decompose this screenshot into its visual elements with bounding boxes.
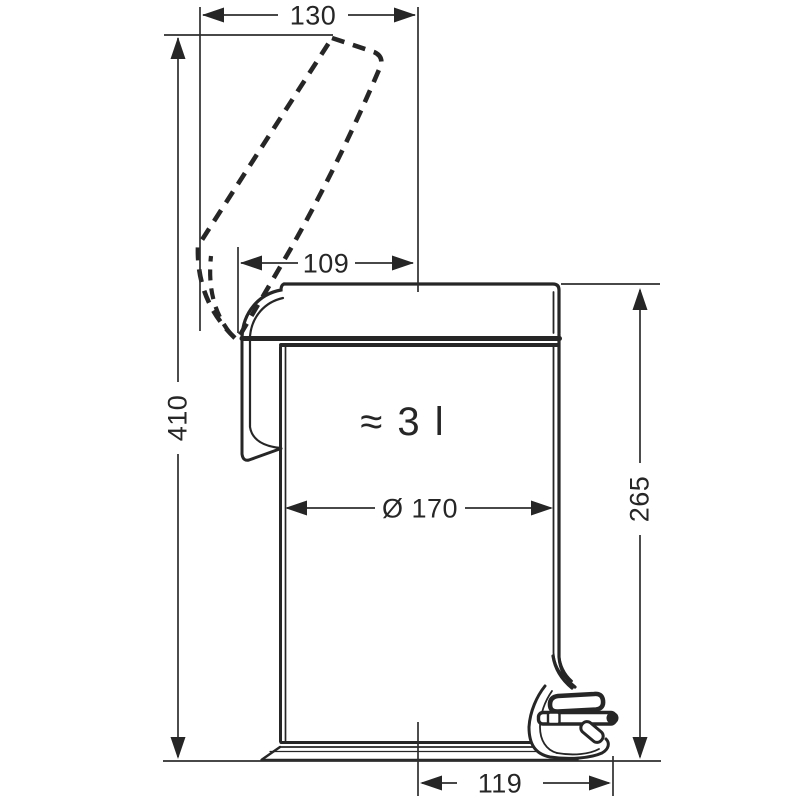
dim-top-width-label: 130: [290, 1, 337, 31]
wall-bracket-outer: [240, 335, 283, 462]
dim-pedal-depth-label: 119: [478, 769, 523, 799]
open-lid-inner-arc: [208, 255, 232, 335]
arrow-right: [392, 255, 414, 271]
arrow-down: [632, 737, 648, 759]
arrow-down: [170, 737, 186, 759]
dim-lid-depth-label: 109: [303, 249, 350, 279]
body-right-outer-edge: [557, 332, 577, 689]
dim-total-height: 410: [161, 34, 333, 759]
lid-top-edge: [282, 282, 561, 335]
pedal-arm-outer: [551, 654, 574, 690]
dim-diameter: Ø 170: [285, 494, 553, 524]
pedal-arm-inner: [558, 653, 573, 682]
dim-diameter-label: Ø 170: [382, 494, 458, 524]
open-lid-outline: [195, 35, 384, 344]
arrow-left: [420, 775, 442, 791]
open-lid-dashed: [195, 35, 384, 344]
arrow-up: [632, 288, 648, 310]
pedal-assembly: [527, 653, 619, 760]
bin-outline: [239, 282, 579, 762]
dim-lid-depth: 109: [237, 247, 414, 333]
dim-pedal-depth: 119: [417, 722, 614, 799]
label-backing: [623, 463, 655, 535]
dimension-annotations: 130 109 410: [161, 1, 660, 799]
plinth-left-flare: [260, 745, 282, 761]
capacity-label: ≈ 3 l: [360, 400, 445, 444]
arrow-up: [170, 37, 186, 59]
hinge-cap-inner: [248, 296, 285, 338]
pedal-skirt-inner-bottom: [556, 748, 600, 756]
arrow-right: [394, 7, 416, 23]
dim-body-height: 265: [561, 283, 660, 759]
pedal-foot-pad: [547, 691, 606, 714]
pedal-skirt-outer: [527, 684, 610, 760]
dim-total-height-label: 410: [163, 395, 193, 442]
dim-top-width: 130: [199, 1, 419, 331]
hinge-cap-outer: [240, 282, 286, 339]
pedal-linkage: [579, 720, 605, 744]
pedal-hinge-pin: [546, 711, 561, 726]
arrow-left: [285, 500, 307, 516]
wall-bracket-inner: [248, 336, 283, 450]
dim-body-height-label: 265: [625, 476, 655, 523]
arrow-right: [531, 500, 553, 516]
arrow-right: [589, 775, 611, 791]
arrow-left: [240, 255, 262, 271]
arrow-left: [202, 7, 224, 23]
label-backing: [161, 382, 193, 454]
pedal-plate-end-cap: [606, 712, 619, 724]
pedal-skirt-inner: [539, 690, 558, 754]
